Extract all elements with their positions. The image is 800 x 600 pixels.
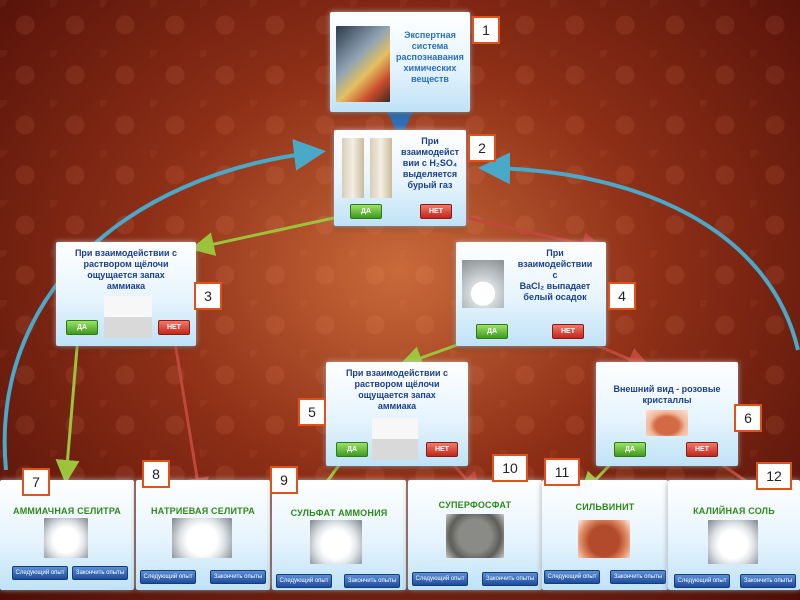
white-salt-image: [708, 520, 758, 564]
test-tube-image: [342, 138, 364, 198]
result-card-9: СУЛЬФАТ АММОНИЯ Следующий опыт Закончить…: [272, 480, 406, 590]
result-card-10: СУПЕРФОСФАТ Следующий опыт Закончить опы…: [408, 480, 542, 590]
number-badge-7: 7: [22, 468, 50, 496]
number-badge-5: 5: [298, 398, 326, 426]
yes-button[interactable]: ДА: [66, 320, 98, 335]
number-badge-2: 2: [468, 134, 496, 162]
number-badge-1: 1: [472, 16, 500, 44]
lab-flasks-image: [336, 26, 390, 102]
q3-yes-arrow: [66, 336, 78, 478]
no-button[interactable]: НЕТ: [552, 324, 584, 339]
no-button[interactable]: НЕТ: [158, 320, 190, 335]
no-button[interactable]: НЕТ: [420, 204, 452, 219]
white-powder-image: [172, 518, 232, 558]
result-title-10: СУПЕРФОСФАТ: [408, 500, 542, 510]
next-experiment-button[interactable]: Следующий опыт: [12, 566, 68, 580]
white-granules-image: [44, 518, 88, 558]
start-title: Экспертная система распознавания химичес…: [392, 30, 468, 85]
finish-experiments-button[interactable]: Закончить опыты: [610, 570, 666, 584]
yes-button[interactable]: ДА: [614, 442, 646, 457]
finish-experiments-button[interactable]: Закончить опыты: [72, 566, 128, 580]
result-title-12: КАЛИЙНАЯ СОЛЬ: [668, 506, 800, 516]
red-granules-image: [578, 520, 630, 558]
result-card-7: АММИАЧНАЯ СЕЛИТРА Следующий опыт Закончи…: [0, 480, 134, 590]
start-card[interactable]: Экспертная система распознавания химичес…: [330, 12, 470, 112]
yes-button[interactable]: ДА: [336, 442, 368, 457]
result-title-8: НАТРИЕВАЯ СЕЛИТРА: [136, 506, 270, 516]
gray-granules-image: [446, 514, 504, 558]
next-experiment-button[interactable]: Следующий опыт: [544, 570, 600, 584]
number-badge-10: 10: [492, 454, 528, 482]
next-experiment-button[interactable]: Следующий опыт: [140, 570, 196, 584]
q2-yes-arrow: [196, 214, 352, 248]
q3-no-arrow: [174, 336, 200, 496]
result-title-11: СИЛЬВИНИТ: [542, 502, 668, 512]
chemist-illustration: [372, 418, 418, 460]
result-card-11: СИЛЬВИНИТ Следующий опыт Закончить опыты: [542, 480, 668, 590]
finish-experiments-button[interactable]: Закончить опыты: [740, 574, 796, 588]
number-badge-12: 12: [756, 462, 792, 490]
result-title-7: АММИАЧНАЯ СЕЛИТРА: [0, 506, 134, 516]
yes-button[interactable]: ДА: [476, 324, 508, 339]
number-badge-8: 8: [142, 460, 170, 488]
beaker-precipitate-image: [462, 260, 504, 308]
no-button[interactable]: НЕТ: [686, 442, 718, 457]
number-badge-6: 6: [734, 404, 762, 432]
number-badge-4: 4: [608, 282, 636, 310]
result-card-8: НАТРИЕВАЯ СЕЛИТРА Следующий опыт Закончи…: [136, 480, 270, 590]
result-card-12: КАЛИЙНАЯ СОЛЬ Следующий опыт Закончить о…: [668, 480, 800, 590]
number-badge-3: 3: [194, 282, 222, 310]
white-crystals-image: [310, 520, 362, 564]
pink-crystals-image: [646, 410, 688, 436]
number-badge-11: 11: [544, 458, 580, 486]
finish-experiments-button[interactable]: Закончить опыты: [344, 574, 400, 588]
test-tube-image: [370, 138, 392, 198]
chemist-illustration: [104, 296, 152, 338]
no-button[interactable]: НЕТ: [426, 442, 458, 457]
yes-button[interactable]: ДА: [350, 204, 382, 219]
finish-experiments-button[interactable]: Закончить опыты: [482, 572, 538, 586]
next-experiment-button[interactable]: Следующий опыт: [412, 572, 468, 586]
next-experiment-button[interactable]: Следующий опыт: [276, 574, 332, 588]
finish-experiments-button[interactable]: Закончить опыты: [210, 570, 266, 584]
next-experiment-button[interactable]: Следующий опыт: [674, 574, 730, 588]
result-title-9: СУЛЬФАТ АММОНИЯ: [272, 508, 406, 518]
number-badge-9: 9: [270, 466, 298, 494]
